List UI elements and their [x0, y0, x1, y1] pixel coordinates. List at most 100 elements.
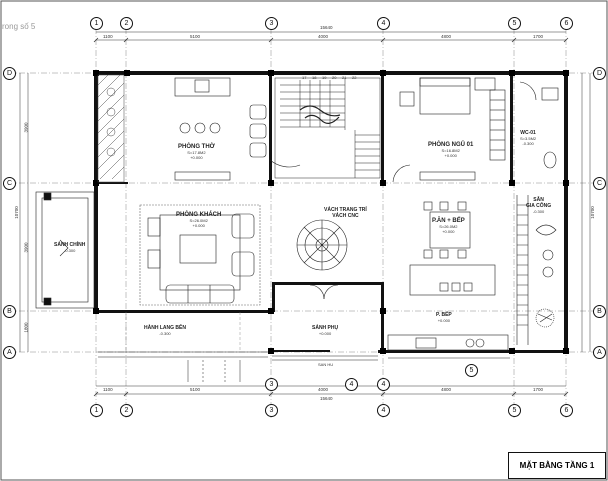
room-label-p-an: P.ĂN + BẾP S=26.0M2 +0.000 [432, 218, 465, 234]
room-level: +0.000 [444, 153, 457, 158]
room-level: -0.300 [159, 331, 171, 336]
room-label-vach: VÁCH TRANG TRÍ VÁCH CNC [324, 207, 367, 219]
room-label-phong-tho: PHÒNG THỜ S=17.8M2 +0.000 [178, 144, 215, 160]
dim-bottom-span: 4000 [318, 387, 329, 392]
planter [97, 74, 125, 183]
axis-marker-A-left: A [3, 346, 16, 359]
room-level: -0.300 [64, 248, 76, 253]
room-name: PHÒNG NGỦ 01 [428, 142, 474, 148]
room-name: SẢNH CHÍNH [54, 242, 86, 248]
room-label-hanh-lang: HÀNH LANG BÊN -0.300 [144, 325, 186, 336]
room-label-sanh-chinh: SẢNH CHÍNH -0.300 [54, 242, 85, 253]
room-area: S=3.5M2 [520, 136, 537, 141]
dim-right-total: 10700 [589, 206, 595, 219]
axis-marker-B-left: B [3, 305, 16, 318]
room-name: PHÒNG KHÁCH [176, 212, 222, 218]
dim-left-total: 10700 [13, 206, 19, 219]
dim-left-span: 1800 [23, 322, 29, 333]
axis-marker-6-top: 6 [560, 17, 573, 30]
room-name: SẢNH PHỤ [312, 325, 339, 331]
axis-marker-C-left: C [3, 177, 16, 190]
dim-bottom-span: 4800 [441, 387, 452, 392]
room-label-san-gia-cong: SÂN GIA CÔNG -0.300 [526, 197, 551, 214]
axis-marker-4-bottom: 4 [377, 404, 390, 417]
axis-marker-1-bottom: 1 [90, 404, 103, 417]
dim-top-span: 4800 [441, 34, 452, 39]
axis-marker-3-bottom: 3 [265, 404, 278, 417]
dim-top-span: 1700 [533, 34, 544, 39]
room-area: S=17.8M2 [187, 150, 206, 155]
room-label-sanh-phu: SẢNH PHỤ +0.000 [312, 325, 338, 336]
dim-top-span: 5100 [190, 34, 201, 39]
dim-bottom-span: 1700 [533, 387, 544, 392]
room-label-p-bep: P. BẾP +0.000 [436, 312, 452, 323]
stair-number: 21 [342, 75, 347, 80]
axis-marker-4b-inner: 4 [377, 378, 390, 391]
stair-number: 22 [352, 75, 357, 80]
tab-label: rong số 5 [2, 22, 36, 31]
room-name: PHÒNG THỜ [178, 144, 215, 150]
axis-marker-D-left: D [3, 67, 16, 80]
dim-left-span: 3900 [23, 242, 29, 253]
main-porch [35, 191, 95, 309]
room-label-phong-khach: PHÒNG KHÁCH S=26.0M2 +0.000 [176, 212, 221, 228]
axis-marker-2-bottom: 2 [120, 404, 133, 417]
axis-marker-5-inner: 5 [465, 364, 478, 377]
vach-line2: VÁCH CNC [332, 213, 359, 219]
room-label-wc: WC-01 S=3.5M2 -0.300 [520, 130, 536, 146]
axis-marker-A-right: A [593, 346, 606, 359]
stair-number: 18 [312, 75, 317, 80]
dim-bottom-span: 5100 [190, 387, 201, 392]
axis-marker-6-bottom: 6 [560, 404, 573, 417]
room-level: -0.300 [522, 141, 534, 146]
room-area: S=26.0M2 [189, 218, 208, 223]
axis-marker-5-top: 5 [508, 17, 521, 30]
dim-top-span: 1100 [103, 34, 113, 39]
wc-fixtures [519, 81, 559, 169]
room-name: HÀNH LANG BÊN [144, 325, 186, 331]
room-label-phong-ngu: PHÒNG NGỦ 01 S=16.8M2 +0.000 [428, 142, 473, 158]
axis-marker-2-top: 2 [120, 17, 133, 30]
room-label-san-hu: SAN HU [318, 362, 334, 367]
room-level: +0.000 [192, 223, 205, 228]
room-area: S=26.0M2 [439, 224, 458, 229]
living-room-furniture [139, 204, 261, 306]
altar-furniture [174, 77, 231, 181]
vach-line1: VÁCH TRANG TRÍ [324, 207, 367, 213]
columns [93, 70, 569, 354]
room-name: P.ĂN + BẾP [432, 218, 465, 224]
room-name: WC-01 [520, 130, 536, 136]
axis-marker-B-right: B [593, 305, 606, 318]
dim-top-span: 4000 [318, 34, 329, 39]
axis-marker-D-right: D [593, 67, 606, 80]
room-level: +0.000 [437, 318, 451, 323]
walls [94, 71, 568, 354]
dim-bottom-span: 1100 [103, 387, 113, 392]
dim-bottom-total: 15640 [320, 396, 333, 401]
room-level: +0.000 [318, 331, 332, 336]
room-area: S=16.8M2 [441, 148, 460, 153]
room-level: +0.000 [442, 229, 455, 234]
decor-screen [296, 219, 348, 271]
room-name: P. BẾP [436, 312, 452, 318]
sheet-title: MẶT BẰNG TẦNG 1 [508, 452, 606, 479]
axis-marker-4-inner: 4 [345, 378, 358, 391]
axis-marker-5-bottom: 5 [508, 404, 521, 417]
room-line2: GIA CÔNG [526, 203, 552, 209]
staircase [274, 77, 381, 179]
stair-number: 17 [302, 75, 307, 80]
dim-left-span: 3900 [23, 122, 29, 133]
axis-marker-C-right: C [593, 177, 606, 190]
dining-furniture [387, 201, 509, 351]
room-line1: SÂN [533, 197, 544, 203]
dimension-lines [19, 31, 591, 395]
room-level: -0.300 [532, 209, 545, 214]
side-yard [516, 195, 557, 345]
stair-number: 19 [322, 75, 327, 80]
axis-marker-3-top: 3 [265, 17, 278, 30]
axis-marker-1-top: 1 [90, 17, 103, 30]
bedroom-furniture [392, 77, 506, 183]
axis-marker-3-inner: 3 [265, 378, 278, 391]
dim-top-total: 15640 [320, 25, 333, 30]
